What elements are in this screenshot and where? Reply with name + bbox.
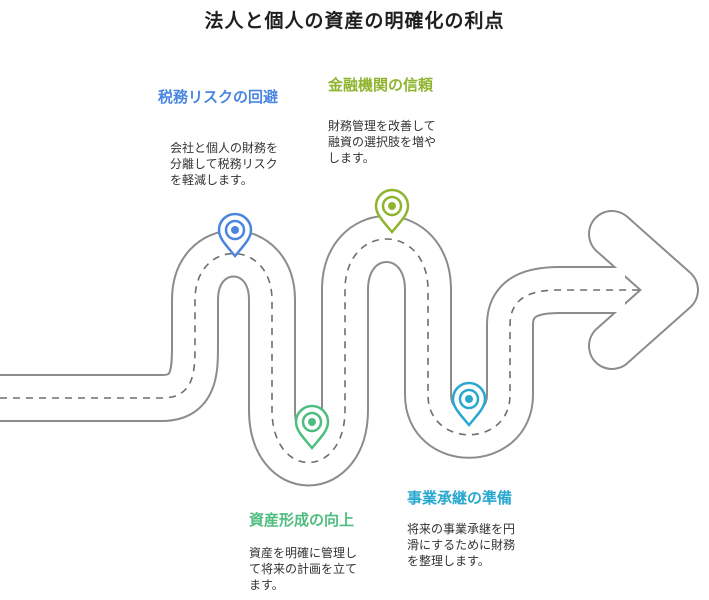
desc-line: 融資の選択肢を増や (328, 135, 437, 149)
milestone-desc-finance: 財務管理を改善して 融資の選択肢を増や します。 (328, 118, 436, 166)
desc-line: 会社と個人の財務を (170, 141, 279, 155)
desc-line: を整理します。 (407, 554, 490, 568)
location-pin-icon (374, 188, 410, 234)
road-center-dashes (0, 238, 640, 464)
milestone-desc-asset: 資産を明確に管理し て将来の計画を立て ます。 (249, 545, 357, 593)
location-pin-icon (217, 212, 253, 258)
page-title: 法人と個人の資産の明確化の利点 (204, 10, 505, 32)
desc-line: ます。 (249, 578, 284, 592)
location-pin-icon (294, 404, 330, 450)
milestone-title-risk: 税務リスクの回避 (158, 88, 279, 106)
milestone-title-asset: 資産形成の向上 (249, 511, 355, 529)
desc-line: 滑にするために財務 (407, 538, 516, 552)
road-arrowhead-fill (590, 212, 697, 368)
milestone-title-finance: 金融機関の信頼 (328, 76, 434, 94)
desc-line: て将来の計画を立て (249, 562, 358, 576)
desc-line: 財務管理を改善して (328, 119, 436, 133)
milestone-desc-succession: 将来の事業承継を円 滑にするために財務 を整理します。 (407, 521, 515, 569)
desc-line: します。 (328, 151, 375, 165)
desc-line: 将来の事業承継を円 (407, 522, 516, 536)
milestone-desc-risk: 会社と個人の財務を 分離して税務リスク を軽減します。 (170, 140, 278, 188)
desc-line: 資産を明確に管理し (249, 546, 358, 560)
location-pin-icon (451, 381, 487, 427)
desc-line: を軽減します。 (170, 173, 253, 187)
milestone-title-succession: 事業承継の準備 (407, 489, 513, 507)
desc-line: 分離して税務リスク (170, 157, 278, 171)
